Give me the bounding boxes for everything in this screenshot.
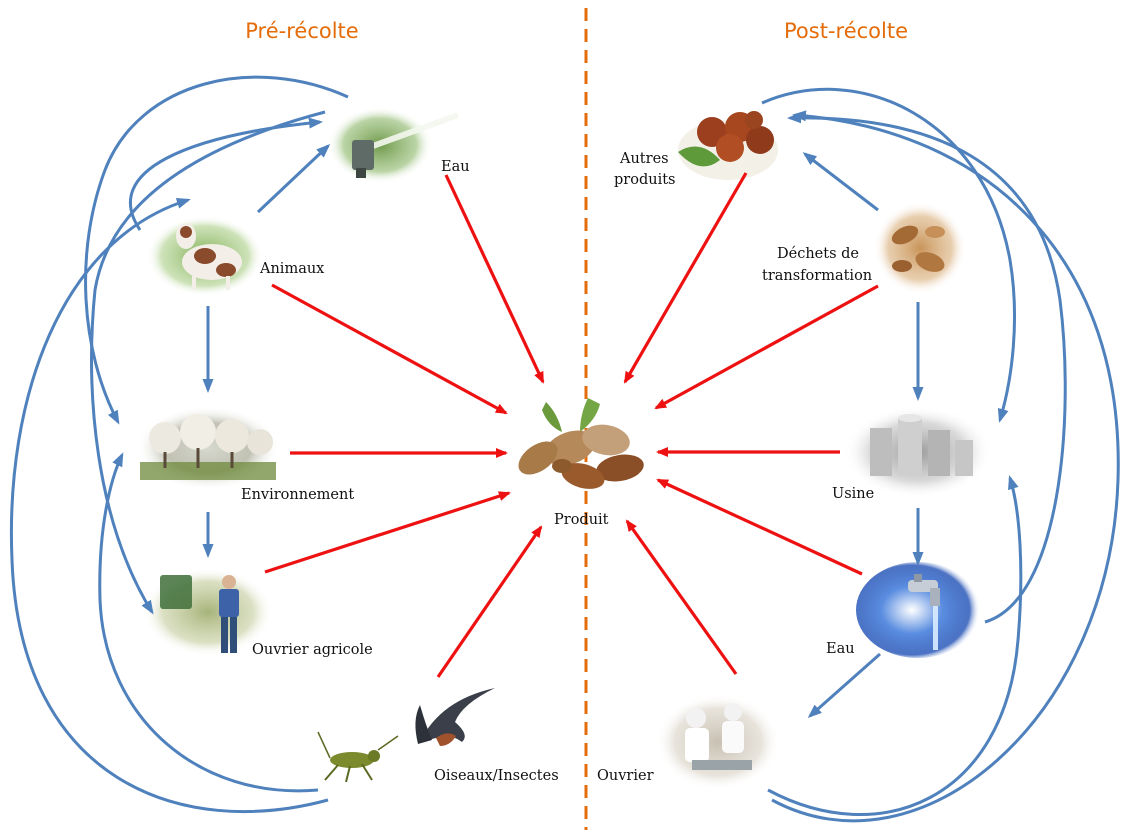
arrow-farm-worker-to-product <box>264 491 511 574</box>
arrow-tap-to-worker <box>807 652 881 718</box>
arrow-worker-to-factory <box>767 475 1023 816</box>
orchard-icon <box>136 406 280 490</box>
cow-icon <box>147 216 263 296</box>
arrow-water-to-farm-worker <box>90 110 326 615</box>
product-label: Produit <box>554 512 609 528</box>
post-water-label: Eau <box>826 641 855 657</box>
environment-label: Environnement <box>241 487 354 503</box>
shells-icon <box>874 202 966 294</box>
arrow-waste-to-other-products <box>802 152 879 212</box>
arrow-tap-to-other-products <box>787 112 1067 624</box>
worker-label: Ouvrier <box>597 768 654 784</box>
birds-insects-label: Oiseaux/Insectes <box>434 768 559 784</box>
factory-label: Usine <box>832 486 874 502</box>
factory-icon <box>844 406 992 498</box>
arrow-worker-to-product <box>625 519 738 675</box>
arrow-birds-to-product <box>436 525 543 678</box>
processing-waste-label-line1: Déchets de <box>777 246 859 262</box>
hazelnuts-icon <box>678 111 778 180</box>
animals-label: Animaux <box>259 261 324 277</box>
contamination-arrows <box>264 172 879 678</box>
arrow-birds-to-environment <box>98 452 319 793</box>
arrow-water-to-product <box>444 174 545 384</box>
kitchen-workers-icon <box>656 694 780 790</box>
arrow-tap-water-to-product <box>656 478 863 576</box>
swallow-bird-icon <box>415 688 495 746</box>
arrow-animals-to-product <box>271 283 508 415</box>
transfer-arrows <box>9 75 1120 823</box>
arrow-waste-to-product <box>654 284 879 410</box>
arrow-animals-loop-to-water <box>128 117 323 231</box>
sprinkler-icon <box>328 107 460 183</box>
almonds-icon <box>518 398 644 489</box>
water-tap-icon <box>856 562 980 658</box>
farm-worker-label: Ouvrier agricole <box>252 642 373 658</box>
other-products-label-line2: produits <box>614 172 675 188</box>
arrow-other-products-to-factory <box>761 87 1017 423</box>
arrow-other-products-to-product <box>623 172 748 384</box>
pre-harvest-title: Pré-récolte <box>245 19 358 43</box>
other-products-label-line1: Autres <box>619 151 669 167</box>
arrow-worker-to-other-products <box>771 110 1120 823</box>
grasshopper-icon <box>317 731 399 783</box>
farm-worker-icon <box>143 568 273 656</box>
pre-water-label: Eau <box>441 159 470 175</box>
arrow-birds-to-animals <box>9 198 329 813</box>
processing-waste-label-line2: transformation <box>762 268 872 284</box>
arrow-animals-to-water <box>256 143 331 214</box>
post-harvest-title: Post-récolte <box>784 19 908 43</box>
